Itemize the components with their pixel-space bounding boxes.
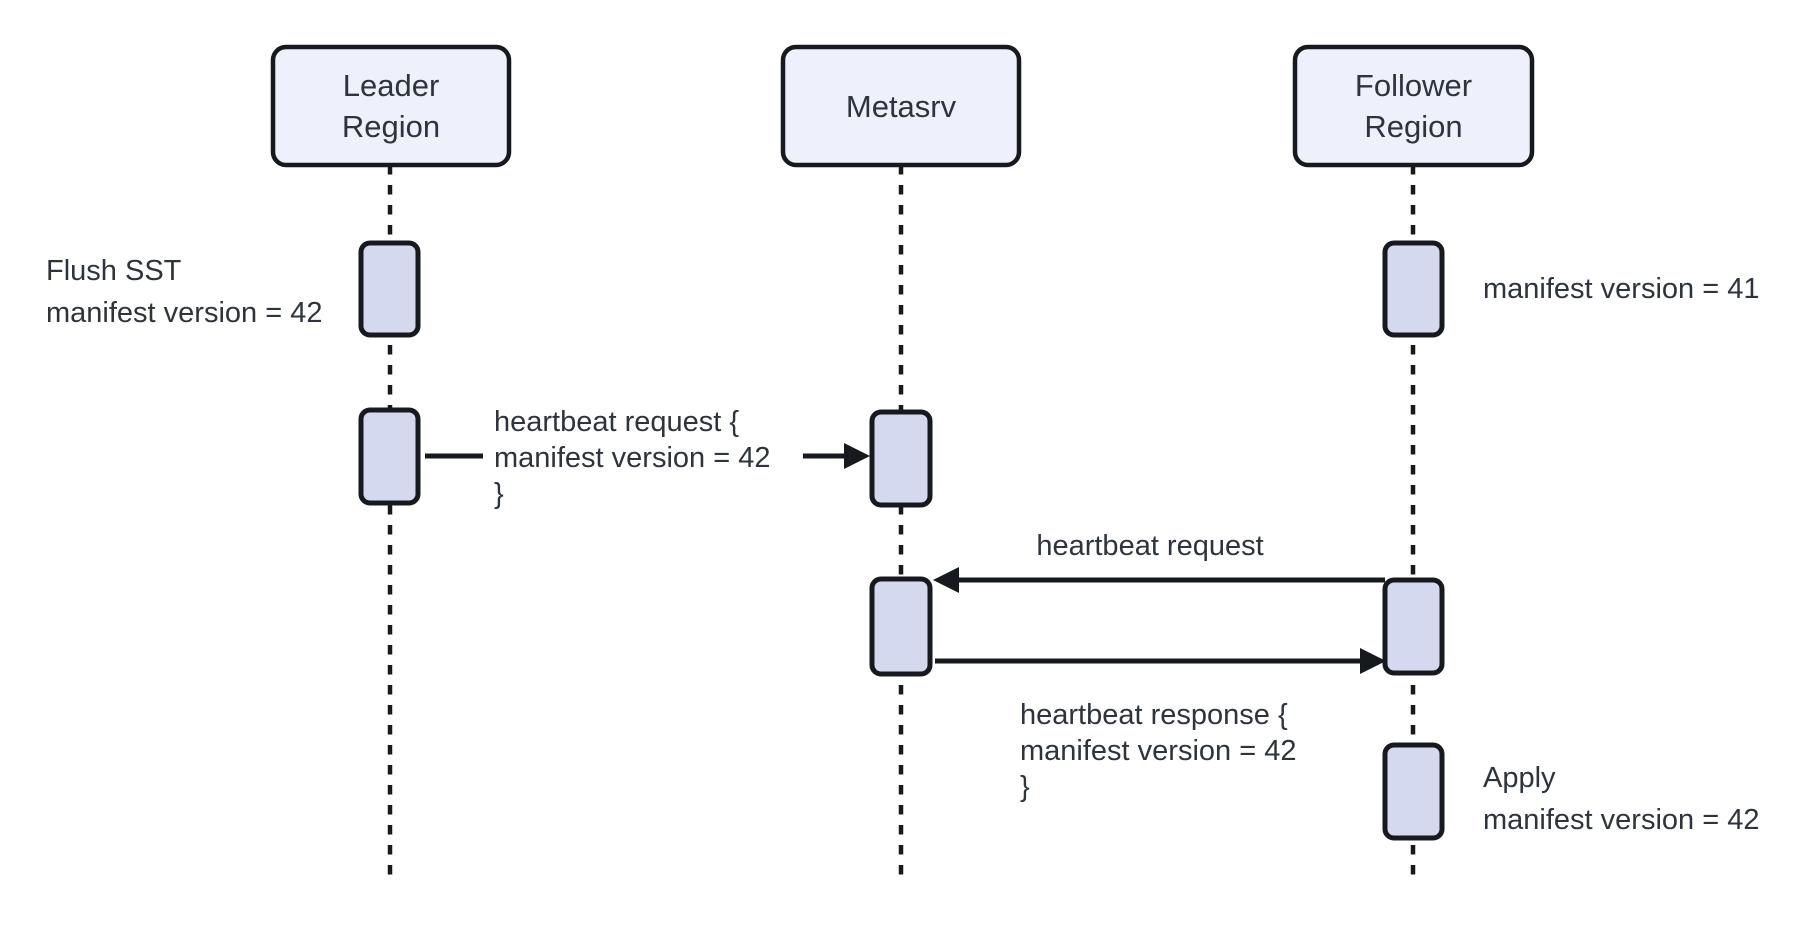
actor-label-follower-region: Follower Region [1354, 68, 1473, 144]
activation-follower-manifest41 [1382, 240, 1445, 338]
actor-label-leader-region: Leader Region [341, 68, 441, 144]
activation-leader-heartbeat [358, 407, 421, 506]
activation-metasrv-heartbeat1 [869, 409, 933, 508]
message3-label-heartbeat-response: heartbeat response { manifest version = … [1020, 699, 1297, 803]
message2-arrowhead [933, 567, 959, 593]
actor-box-follower [1292, 44, 1535, 168]
activation-leader-flush [358, 240, 421, 338]
actor-box-metasrv [780, 44, 1022, 168]
note-flush-sst: Flush SST manifest version = 42 [46, 255, 323, 329]
activation-follower-heartbeat [1382, 577, 1445, 676]
actor-label-metasrv: Metasrv [845, 88, 957, 124]
activation-metasrv-heartbeat2 [869, 576, 933, 677]
actor-box-leader [270, 44, 512, 168]
message2-label-heartbeat-request: heartbeat request [1036, 530, 1264, 562]
message3-arrowhead [1360, 648, 1386, 674]
message1-label-heartbeat-request: heartbeat request { manifest version = 4… [494, 406, 771, 510]
message1-arrowhead [844, 443, 870, 469]
activation-follower-apply [1382, 742, 1445, 841]
note-manifest-version-41: manifest version = 41 [1483, 273, 1760, 305]
note-apply-manifest-version-42: Apply manifest version = 42 [1483, 762, 1760, 836]
